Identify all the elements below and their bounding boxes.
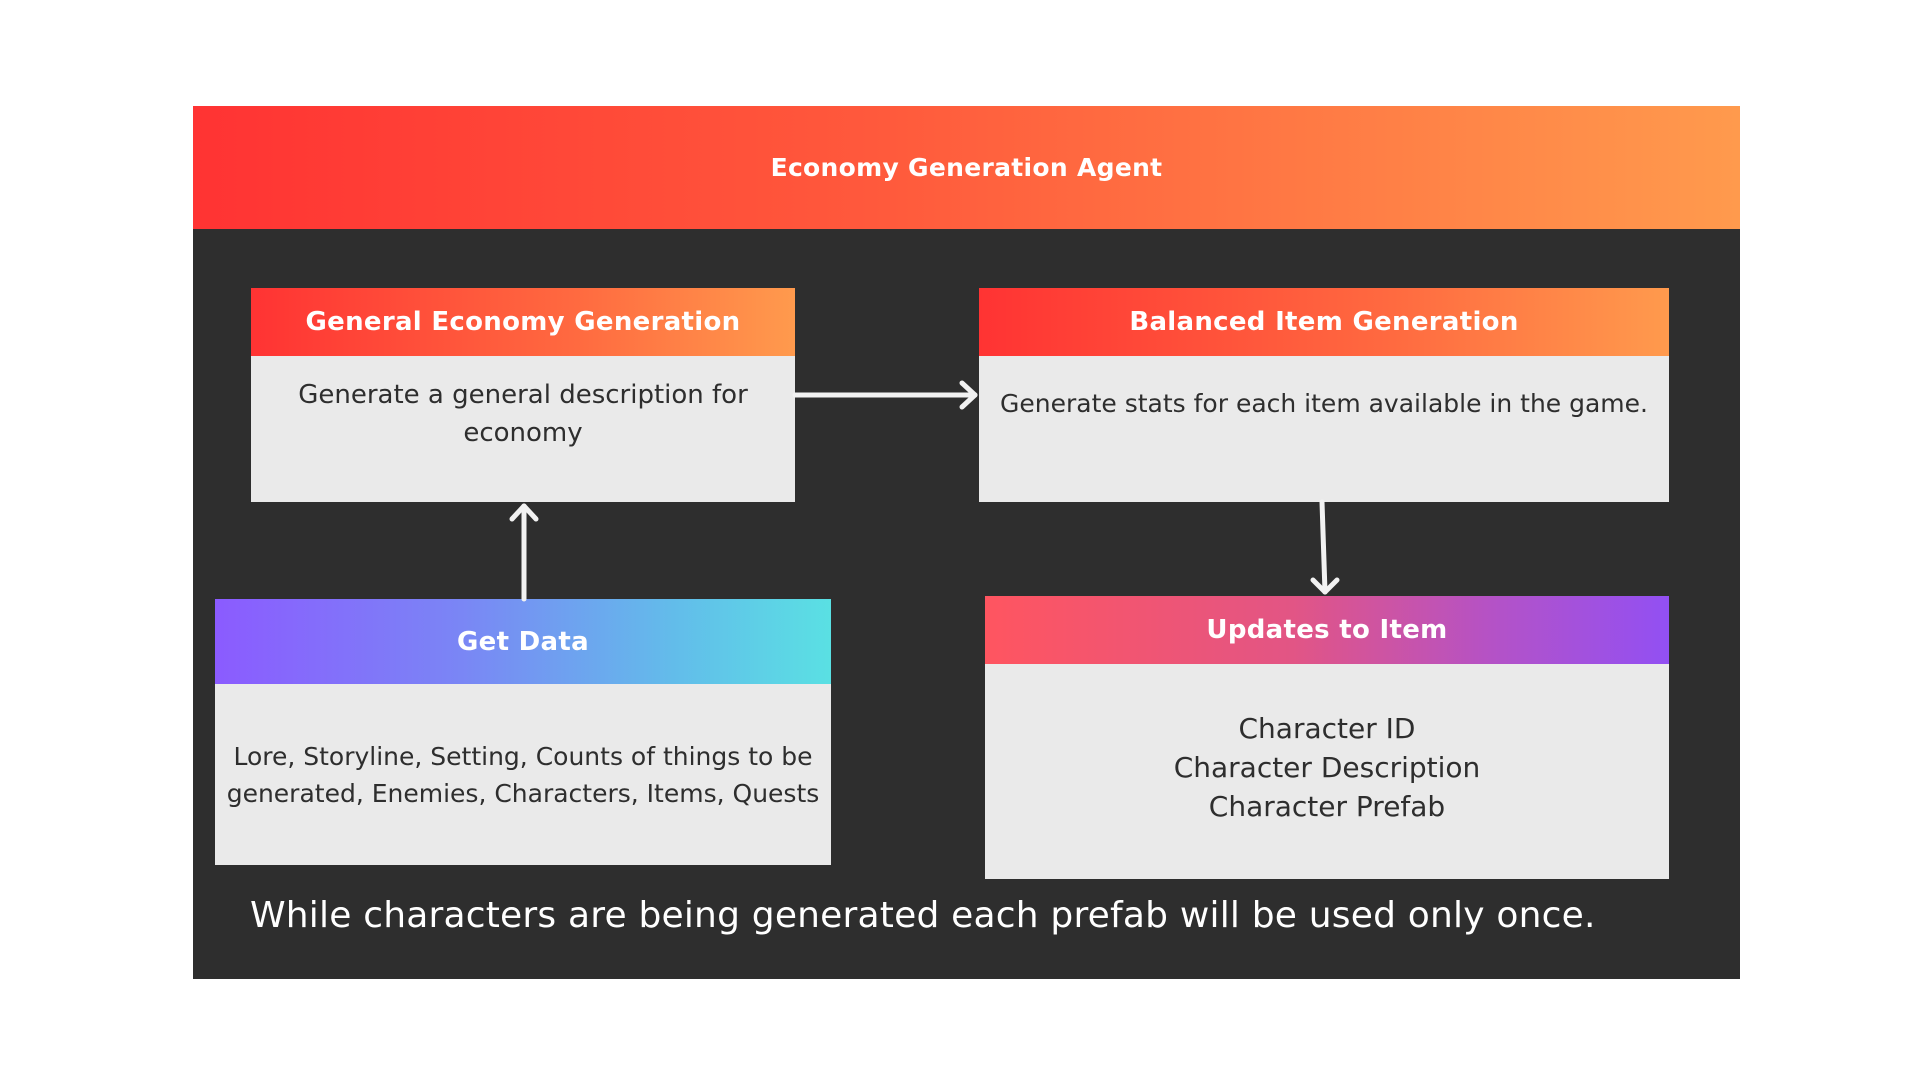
node-title: General Economy Generation <box>305 307 741 337</box>
node-body-line: Character Prefab <box>1208 790 1446 823</box>
node-header: Get Data <box>215 599 831 684</box>
node-body: Character ID Character Description Chara… <box>985 664 1669 879</box>
agent-title: Economy Generation Agent <box>770 153 1163 182</box>
node-general-economy-generation: General Economy Generation Generate a ge… <box>251 288 795 502</box>
node-body-line: Generate a general description for <box>298 380 748 410</box>
node-header: General Economy Generation <box>251 288 795 356</box>
node-balanced-item-generation: Balanced Item Generation Generate stats … <box>979 288 1669 502</box>
node-body-line: generated, Enemies, Characters, Items, Q… <box>226 778 820 808</box>
node-title: Updates to Item <box>1206 615 1448 645</box>
node-get-data: Get Data Lore, Storyline, Setting, Count… <box>215 599 831 865</box>
footer-note: While characters are being generated eac… <box>250 895 1596 936</box>
node-body-line: Character Description <box>1173 751 1481 784</box>
node-body: Lore, Storyline, Setting, Counts of thin… <box>215 684 831 865</box>
node-body: Generate stats for each item available i… <box>979 356 1669 502</box>
node-body-line: economy <box>463 418 583 448</box>
node-title: Get Data <box>457 626 589 657</box>
node-body-line: Lore, Storyline, Setting, Counts of thin… <box>233 741 813 771</box>
node-body-line: Generate stats for each item available i… <box>1000 389 1648 418</box>
agent-header: Economy Generation Agent <box>193 106 1740 229</box>
node-updates-to-item: Updates to Item Character ID Character D… <box>985 596 1669 879</box>
node-title: Balanced Item Generation <box>1129 307 1519 337</box>
node-body: Generate a general description for econo… <box>251 356 795 502</box>
node-header: Balanced Item Generation <box>979 288 1669 356</box>
node-header: Updates to Item <box>985 596 1669 664</box>
node-body-line: Character ID <box>1238 712 1416 745</box>
